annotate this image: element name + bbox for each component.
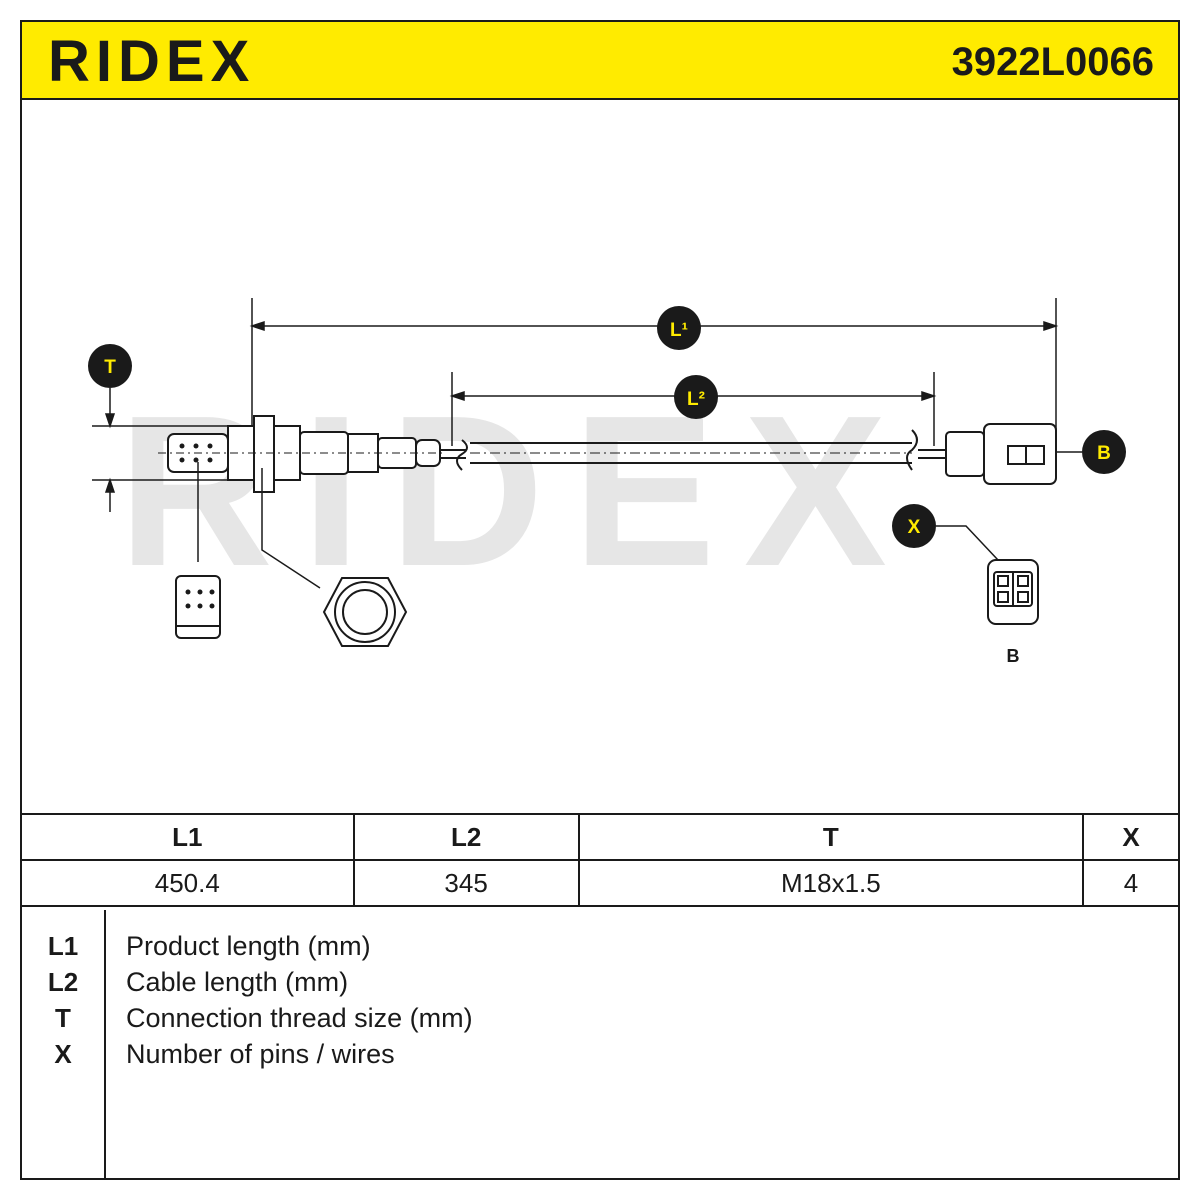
connector-front-label: B [1007,646,1020,666]
spec-header-l2: L2 [352,813,580,861]
legend-desc: Product length (mm) [126,931,371,961]
spec-header-t: T [577,813,1085,861]
legend-key: L1 [47,931,79,961]
brand-logo: RIDEX [48,29,256,94]
callout-l1-badge [657,306,701,350]
spec-header-l1: L1 [20,813,355,861]
header-bar: RIDEX 3922L0066 [20,20,1180,100]
callout-l2-label: L² [687,389,705,410]
spec-header-x: X [1082,813,1180,861]
watermark-logo: RIDEX [118,370,915,611]
legend-key: X [54,1039,72,1069]
spec-table: L1 L2 T X 450.4 345 M18x1.5 4 [20,813,1180,907]
probe-tip-holes [185,589,215,609]
connector-side-view [945,423,1057,485]
hex-detail-leader [261,468,321,589]
dimension-l1 [249,298,1059,440]
callout-l1-label: L¹ [670,320,688,341]
callout-x-leader [936,525,999,561]
callout-b-badge [1082,430,1126,474]
hex-nut-detail [322,577,408,647]
legend-row: L1 Product length (mm) [22,928,1178,964]
legend-row: L2 Cable length (mm) [22,964,1178,1000]
callout-x-badge [892,504,936,548]
spec-table-value-row: 450.4 345 M18x1.5 4 [20,859,1180,907]
connector-front-view [987,559,1039,625]
legend-row: T Connection thread size (mm) [22,1000,1178,1036]
legend-divider [104,910,106,1178]
legend-row: X Number of pins / wires [22,1036,1178,1072]
legend-desc: Cable length (mm) [126,967,349,997]
callout-l2-badge [674,375,718,419]
callout-t-label: T [104,357,116,378]
spec-value-x: 4 [1082,859,1180,907]
sensor-cable [440,429,946,471]
callout-x-label: X [908,517,921,538]
legend: L1 Product length (mm) L2 Cable length (… [20,910,1180,1180]
spec-table-header-row: L1 L2 T X [20,813,1180,861]
sensor-probe-holes [179,443,213,463]
callout-b-label: B [1097,443,1111,464]
legend-desc: Number of pins / wires [126,1039,395,1069]
part-number: 3922L0066 [951,40,1154,84]
legend-key: T [55,1003,71,1033]
callout-t-badge [88,344,132,388]
spec-value-t: M18x1.5 [577,859,1085,907]
legend-desc: Connection thread size (mm) [126,1003,473,1033]
dimension-t [92,388,230,512]
spec-value-l1: 450.4 [20,859,355,907]
legend-key: L2 [47,967,79,997]
spec-value-l2: 345 [352,859,580,907]
